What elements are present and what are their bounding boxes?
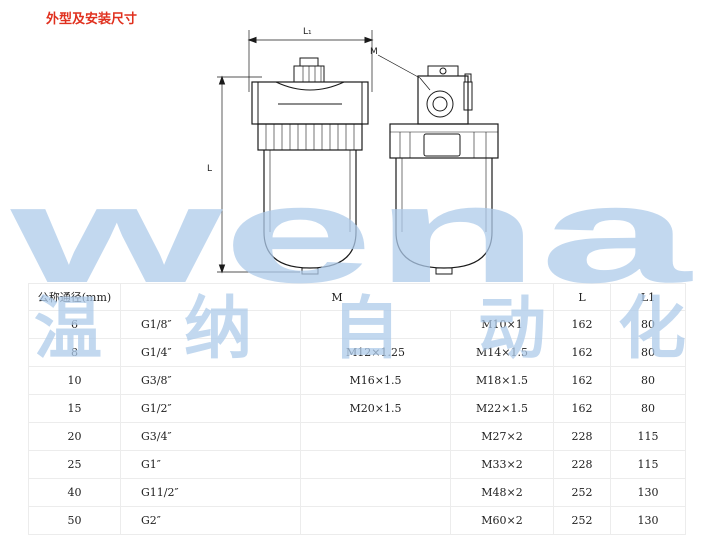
cell-thread-m2: M27×2 <box>450 422 554 451</box>
cell-l1: 115 <box>610 422 686 451</box>
cell-l: 162 <box>553 366 611 395</box>
cell-thread-g: G2″ <box>120 506 301 535</box>
cell-thread-m2: M14×1.5 <box>450 338 554 367</box>
cell-l: 252 <box>553 506 611 535</box>
page-title: 外型及安装尺寸 <box>46 12 138 27</box>
cell-l: 162 <box>553 394 611 423</box>
cell-thread-m <box>300 310 451 339</box>
cell-l1: 80 <box>610 338 686 367</box>
table-row: 8 G1/4″ M12×1.25 M14×1.5 162 80 <box>28 338 686 367</box>
cell-size: 40 <box>28 478 121 507</box>
cell-thread-m: M16×1.5 <box>300 366 451 395</box>
cell-l1: 130 <box>610 506 686 535</box>
cell-thread-m2: M48×2 <box>450 478 554 507</box>
cell-thread-g: G3/8″ <box>120 366 301 395</box>
cell-thread-m2: M22×1.5 <box>450 394 554 423</box>
table-header-row: 公称通径(mm) M L L1 <box>28 283 686 311</box>
cell-size: 20 <box>28 422 121 451</box>
cell-thread-m <box>300 506 451 535</box>
table-row: 10 G3/8″ M16×1.5 M18×1.5 162 80 <box>28 366 686 395</box>
table-row: 40 G11/2″ M48×2 252 130 <box>28 478 686 507</box>
cell-l1: 80 <box>610 366 686 395</box>
cell-size: 25 <box>28 450 121 479</box>
cell-l: 252 <box>553 478 611 507</box>
cell-thread-g: G1/8″ <box>120 310 301 339</box>
cell-thread-m <box>300 478 451 507</box>
cell-size: 8 <box>28 338 121 367</box>
header-l1: L1 <box>610 283 686 311</box>
header-l: L <box>553 283 611 311</box>
cell-thread-m <box>300 450 451 479</box>
cell-l: 162 <box>553 338 611 367</box>
cell-l1: 80 <box>610 394 686 423</box>
dimension-label-l1: L₁ <box>303 27 312 37</box>
cell-thread-g: G1/2″ <box>120 394 301 423</box>
cell-thread-m <box>300 422 451 451</box>
dimension-label-m: M <box>370 47 378 57</box>
cell-size: 6 <box>28 310 121 339</box>
cell-thread-m2: M18×1.5 <box>450 366 554 395</box>
spec-table: 公称通径(mm) M L L1 6 G1/8″ M10×1 162 80 8 G… <box>28 283 686 535</box>
cell-size: 50 <box>28 506 121 535</box>
table-row: 6 G1/8″ M10×1 162 80 <box>28 310 686 339</box>
cell-size: 10 <box>28 366 121 395</box>
header-m: M <box>120 283 554 311</box>
cell-thread-m: M20×1.5 <box>300 394 451 423</box>
cell-l1: 115 <box>610 450 686 479</box>
table-row: 50 G2″ M60×2 252 130 <box>28 506 686 535</box>
cell-thread-g: G1/4″ <box>120 338 301 367</box>
technical-drawing: L₁ L M <box>207 27 499 275</box>
cell-thread-m: M12×1.25 <box>300 338 451 367</box>
cell-thread-g: G3/4″ <box>120 422 301 451</box>
dimension-label-l: L <box>207 164 212 174</box>
cell-l1: 130 <box>610 478 686 507</box>
cell-thread-g: G11/2″ <box>120 478 301 507</box>
cell-thread-g: G1″ <box>120 450 301 479</box>
header-nominal-size: 公称通径(mm) <box>28 283 121 311</box>
cell-size: 15 <box>28 394 121 423</box>
table-row: 20 G3/4″ M27×2 228 115 <box>28 422 686 451</box>
cell-thread-m2: M10×1 <box>450 310 554 339</box>
table-row: 25 G1″ M33×2 228 115 <box>28 450 686 479</box>
cell-thread-m2: M33×2 <box>450 450 554 479</box>
cell-l: 228 <box>553 450 611 479</box>
cell-l: 162 <box>553 310 611 339</box>
cell-thread-m2: M60×2 <box>450 506 554 535</box>
cell-l1: 80 <box>610 310 686 339</box>
table-row: 15 G1/2″ M20×1.5 M22×1.5 162 80 <box>28 394 686 423</box>
cell-l: 228 <box>553 422 611 451</box>
